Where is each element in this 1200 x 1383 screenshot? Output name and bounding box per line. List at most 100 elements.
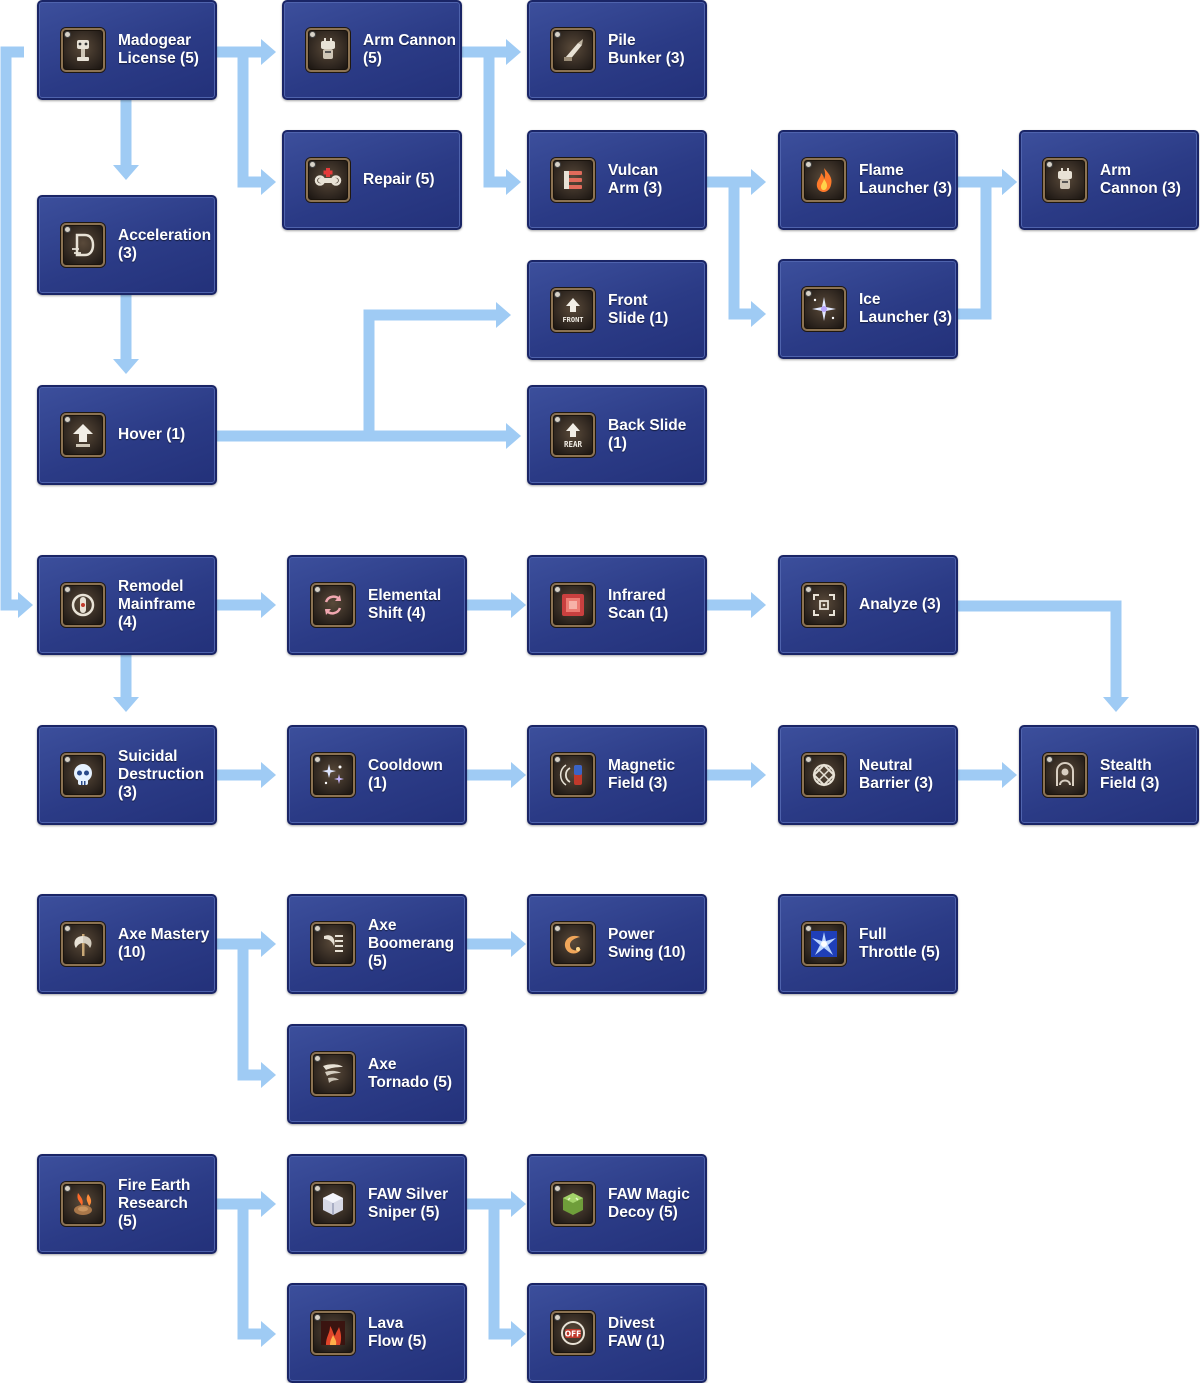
arrow-remodel-elemental-head	[261, 592, 276, 618]
skill-node-arm-cannon-upgrade[interactable]: Arm Cannon (3)	[1019, 130, 1199, 230]
hover-arrow-icon-glyph	[73, 424, 93, 447]
robot-body-icon-glyph	[77, 40, 89, 61]
axe-tornado-icon	[311, 1052, 355, 1096]
skill-node-suicidal-destruction[interactable]: Suicidal Destruction (3)	[37, 725, 217, 825]
skill-label: Power Swing (10)	[608, 926, 686, 961]
svg-text:OFF: OFF	[565, 1330, 582, 1339]
skill-label: Arm Cannon (5)	[363, 32, 456, 67]
power-swing-icon	[551, 922, 595, 966]
skill-node-lava-flow[interactable]: Lava Flow (5)	[287, 1283, 467, 1383]
skill-node-hover[interactable]: Hover (1)	[37, 385, 217, 485]
skill-label: Remodel Mainframe (4)	[118, 578, 196, 631]
arrow-armcannon-vulcan-head	[506, 169, 521, 195]
pile-bunker-icon-glyph	[564, 39, 583, 61]
barrier-icon	[802, 753, 846, 797]
arrow-elemental-infrared-head	[511, 592, 526, 618]
mainframe-icon-glyph	[71, 593, 95, 617]
skill-node-madogear-license[interactable]: Madogear License (5)	[37, 0, 217, 100]
skill-label: Magnetic Field (3)	[608, 757, 676, 792]
elemental-cycle-icon-glyph	[324, 595, 342, 615]
skill-label: Acceleration (3)	[118, 227, 212, 262]
full-throttle-icon-glyph	[811, 931, 837, 957]
stealth-figure-icon	[1043, 753, 1087, 797]
skill-label: Axe Tornado (5)	[368, 1056, 453, 1091]
divest-off-icon-glyph: OFF	[561, 1321, 585, 1345]
magnetic-field-icon	[551, 753, 595, 797]
skill-label: FAW Magic Decoy (5)	[608, 1186, 690, 1221]
arrow-axemastery-tornado-line	[237, 944, 264, 1081]
skill-node-fire-earth-research[interactable]: Fire Earth Research (5)	[37, 1154, 217, 1254]
lava-flow-icon-glyph	[321, 1321, 345, 1345]
analyze-target-icon-glyph	[813, 594, 835, 616]
skill-node-infrared-scan[interactable]: Infrared Scan (1)	[527, 555, 707, 655]
acceleration-icon-glyph	[72, 233, 95, 257]
arrow-neutral-stealth-head	[1002, 762, 1017, 788]
skill-node-power-swing[interactable]: Power Swing (10)	[527, 894, 707, 994]
arrow-magnetic-neutral-head	[751, 762, 766, 788]
skill-node-axe-mastery[interactable]: Axe Mastery (10)	[37, 894, 217, 994]
arrow-madogear-repair-line	[237, 52, 264, 188]
skill-node-front-slide[interactable]: FRONT Front Slide (1)	[527, 260, 707, 360]
skill-node-divest-faw[interactable]: OFF Divest FAW (1)	[527, 1283, 707, 1383]
repair-wrench-icon	[306, 158, 350, 202]
skill-label: Axe Mastery (10)	[118, 926, 210, 961]
arm-cannon-icon-glyph	[1058, 168, 1072, 189]
skill-node-analyze[interactable]: Analyze (3)	[778, 555, 958, 655]
skill-node-magnetic-field[interactable]: Magnetic Field (3)	[527, 725, 707, 825]
skill-label: Cooldown (1)	[368, 757, 443, 792]
vulcan-arm-icon-glyph	[564, 171, 582, 189]
svg-text:FRONT: FRONT	[562, 316, 583, 324]
arrow-fireearth-lavaflow-line	[237, 1204, 264, 1340]
arrow-vulcan-ice-head	[751, 301, 766, 327]
skill-node-ice-launcher[interactable]: Ice Launcher (3)	[778, 259, 958, 359]
skill-node-pile-bunker[interactable]: Pile Bunker (3)	[527, 0, 707, 100]
arrow-analyze-stealth-head	[1103, 697, 1129, 712]
arrow-madogear-acceleration-head	[113, 165, 139, 180]
arrow-madogear-repair-head	[261, 169, 276, 195]
magic-decoy-icon	[551, 1182, 595, 1226]
skill-label: Divest FAW (1)	[608, 1315, 665, 1350]
arrow-silversniper-divest-head	[511, 1321, 526, 1347]
arrow-cooldown-magnetic-head	[511, 762, 526, 788]
skill-label: Lava Flow (5)	[368, 1315, 427, 1350]
lava-flow-icon	[311, 1311, 355, 1355]
skill-node-full-throttle[interactable]: Full Throttle (5)	[778, 894, 958, 994]
skill-node-remodel-mainframe[interactable]: Remodel Mainframe (4)	[37, 555, 217, 655]
arrow-ice-armcannon-head	[1002, 169, 1017, 195]
skill-node-cooldown[interactable]: Cooldown (1)	[287, 725, 467, 825]
skill-node-arm-cannon[interactable]: Arm Cannon (5)	[282, 0, 462, 100]
magic-decoy-icon-glyph	[563, 1193, 583, 1215]
skill-node-faw-silver-sniper[interactable]: FAW Silver Sniper (5)	[287, 1154, 467, 1254]
arrow-suicidal-cooldown-head	[261, 762, 276, 788]
arrow-analyze-stealth-line	[958, 600, 1122, 700]
vulcan-arm-icon	[551, 158, 595, 202]
skill-node-elemental-shift[interactable]: Elemental Shift (4)	[287, 555, 467, 655]
skill-label: Infrared Scan (1)	[608, 587, 669, 622]
arrow-infrared-analyze-head	[751, 592, 766, 618]
flame-icon-glyph	[816, 168, 832, 192]
skill-node-repair[interactable]: Repair (5)	[282, 130, 462, 230]
arrow-armcannon-vulcan-line	[483, 52, 509, 188]
skill-label: Ice Launcher (3)	[859, 291, 953, 326]
skill-node-axe-tornado[interactable]: Axe Tornado (5)	[287, 1024, 467, 1124]
stealth-figure-icon-glyph	[1056, 762, 1074, 786]
skill-node-vulcan-arm[interactable]: Vulcan Arm (3)	[527, 130, 707, 230]
skill-node-back-slide[interactable]: REAR Back Slide (1)	[527, 385, 707, 485]
skill-node-neutral-barrier[interactable]: Neutral Barrier (3)	[778, 725, 958, 825]
back-slide-icon: REAR	[551, 413, 595, 457]
robot-body-icon	[61, 28, 105, 72]
axe-tornado-icon-glyph	[323, 1064, 343, 1083]
magnetic-field-icon-glyph	[559, 764, 582, 786]
arrow-boomerang-powerswing-head	[511, 931, 526, 957]
skill-node-stealth-field[interactable]: Stealth Field (3)	[1019, 725, 1199, 825]
skill-node-flame-launcher[interactable]: Flame Launcher (3)	[778, 130, 958, 230]
skill-node-faw-magic-decoy[interactable]: FAW Magic Decoy (5)	[527, 1154, 707, 1254]
skill-label: Full Throttle (5)	[859, 926, 940, 961]
arrow-hover-frontslide-head	[496, 302, 511, 328]
arrow-axemastery-boomerang-head	[261, 931, 276, 957]
skill-node-axe-boomerang[interactable]: Axe Boomerang (5)	[287, 894, 467, 994]
silver-sniper-icon-glyph	[323, 1193, 343, 1215]
skill-node-acceleration[interactable]: Acceleration (3)	[37, 195, 217, 295]
skill-label: Madogear License (5)	[118, 32, 199, 67]
